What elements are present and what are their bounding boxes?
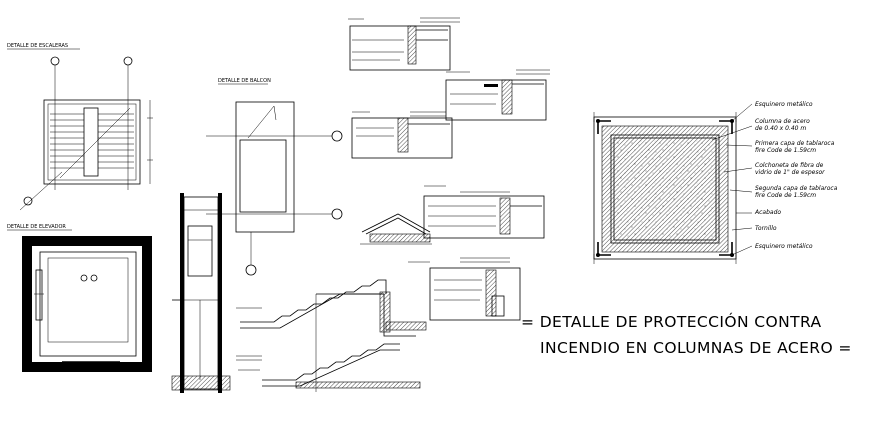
stairs-detail-label: DETALLE DE ESCALERAS xyxy=(7,43,68,49)
callout-fiberglass: Colchoneta de fibra de xyxy=(755,162,824,169)
grid-mark-icon xyxy=(23,196,33,206)
callout-first-layer-size: fire Code de 1.59cm xyxy=(755,147,816,154)
callout-second-layer: Segunda capa de tablaroca xyxy=(755,185,838,192)
elevator-detail: DETALLE DE ELEVADOR xyxy=(7,224,152,372)
small-detail-1 xyxy=(348,17,460,71)
stairs-detail: DETALLE DE ESCALERAS xyxy=(7,43,153,211)
balcony-detail: DETALLE DE BALCON xyxy=(206,78,343,276)
callout-fiberglass-thickness: vidrio de 1" de espesor xyxy=(755,169,825,176)
callout-corner-top: Esquinero metálico xyxy=(755,101,813,108)
grid-mark-icon xyxy=(245,264,257,276)
callout-finish: Acabado xyxy=(754,209,781,216)
callout-corner-bottom: Esquinero metálico xyxy=(755,243,813,250)
drawing-title-line-1: = DETALLE DE PROTECCIÓN CONTRA xyxy=(521,312,822,331)
balcony-detail-label: DETALLE DE BALCON xyxy=(218,78,271,84)
callout-screw: Tornillo xyxy=(755,225,777,232)
column-protection-detail: Esquinero metálico Columna de acero de 0… xyxy=(593,101,838,264)
small-detail-4 xyxy=(423,185,545,239)
grid-mark-icon xyxy=(123,56,133,66)
grid-mark-icon xyxy=(331,130,343,142)
small-detail-5 xyxy=(408,257,521,321)
small-detail-2 xyxy=(445,69,550,121)
grid-mark-icon xyxy=(50,56,60,66)
stair-section xyxy=(236,279,427,392)
elevator-section xyxy=(171,193,231,393)
small-detail-3 xyxy=(351,111,453,159)
callout-column: Columna de acero xyxy=(755,118,810,125)
grid-mark-icon xyxy=(331,208,343,220)
elevator-detail-label: DETALLE DE ELEVADOR xyxy=(7,224,66,230)
callout-second-layer-size: fire Code de 1.59cm xyxy=(755,192,816,199)
drawing-title-line-2: INCENDIO EN COLUMNAS DE ACERO = xyxy=(540,339,852,357)
callout-first-layer: Primera capa de tablaroca xyxy=(755,140,835,147)
roof-detail xyxy=(360,213,432,245)
callout-column-size: de 0.40 x 0.40 m xyxy=(755,125,806,132)
